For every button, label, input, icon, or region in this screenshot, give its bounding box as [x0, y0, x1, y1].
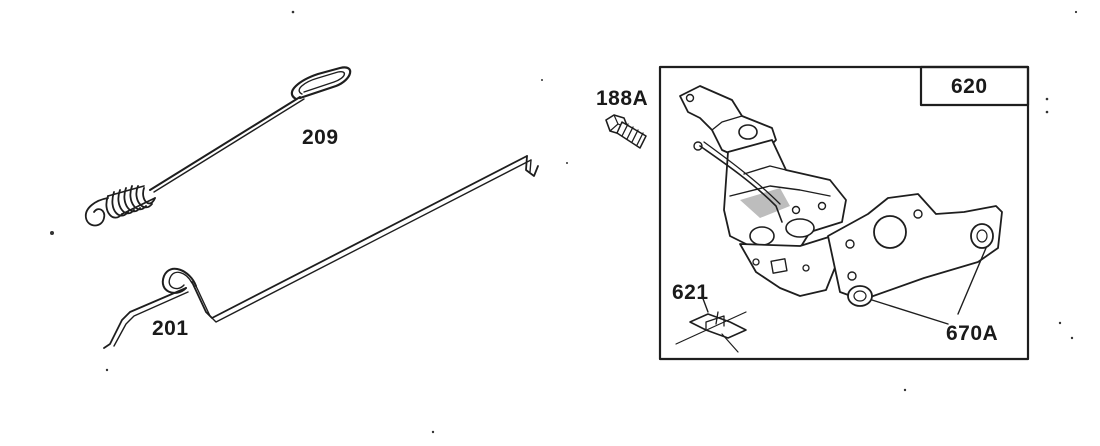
- clip-621: [675, 311, 747, 353]
- spring-coil: [105, 185, 156, 219]
- screw-188a: [605, 114, 647, 149]
- part-label-201: 201: [152, 317, 189, 340]
- control-assembly-frame: [658, 65, 1030, 361]
- part-label-188a: 188A: [596, 87, 649, 110]
- scan-specks: [50, 10, 1078, 434]
- part-label-621: 621: [672, 281, 709, 304]
- control-bracket-620: [679, 85, 1003, 307]
- part-label-620: 620: [951, 75, 988, 98]
- part-label-670a: 670A: [946, 322, 999, 345]
- spring-209: [84, 66, 352, 227]
- governor-link-201: [103, 155, 539, 349]
- leader-lines: [701, 247, 987, 325]
- part-label-209: 209: [302, 126, 339, 149]
